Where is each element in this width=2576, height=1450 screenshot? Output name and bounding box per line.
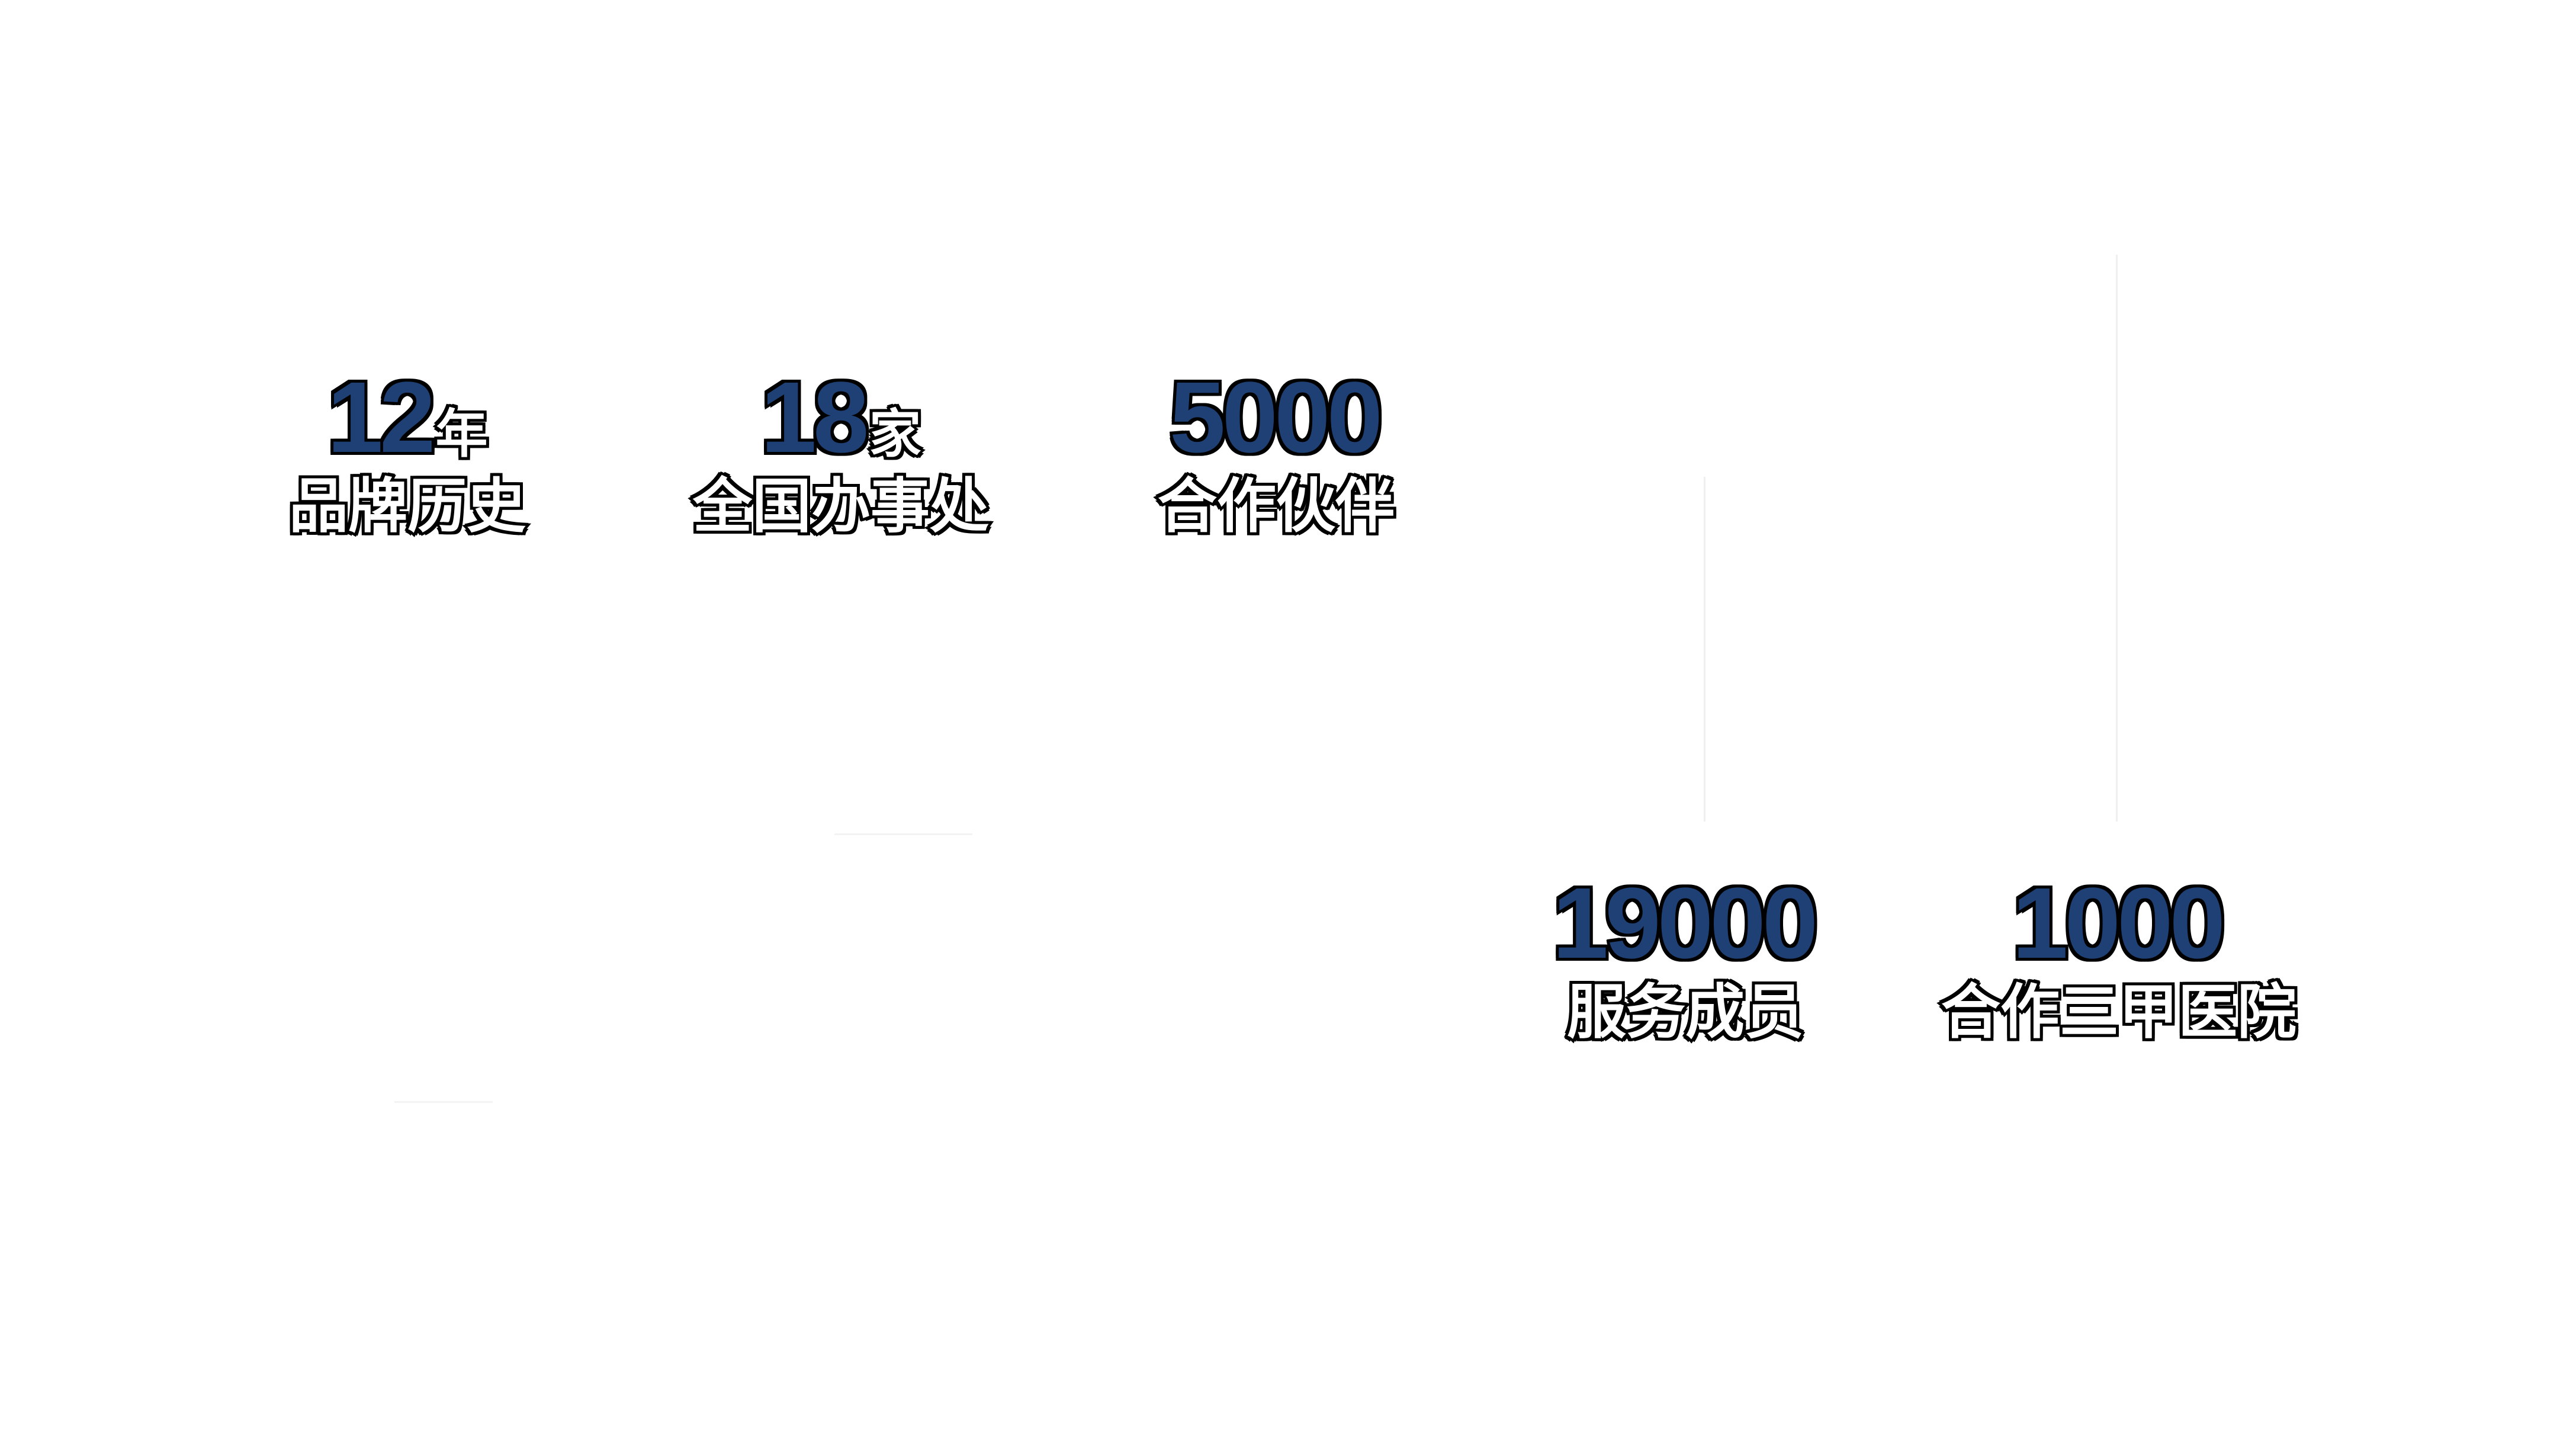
stat-label: 品牌历史: [287, 473, 529, 540]
divider-line-horizontal: [834, 833, 972, 835]
stat-label: 合作三甲医院: [1939, 979, 2299, 1045]
stat-partner-hospitals: 1000 合作三甲医院: [1939, 867, 2299, 1045]
stat-value: 12: [325, 361, 438, 474]
divider-line-vertical: [2116, 255, 2118, 822]
stat-brand-history: 12 年 品牌历史: [287, 361, 529, 540]
stat-label: 服务成员: [1564, 979, 1806, 1045]
stat-unit: 年: [433, 405, 490, 463]
stat-label: 全国办事处: [690, 473, 992, 540]
stat-unit: 家: [867, 405, 924, 463]
divider-line-horizontal: [394, 1101, 493, 1103]
stat-national-offices: 18 家 全国办事处: [690, 361, 992, 540]
stat-service-members: 19000 服务成员: [1550, 867, 1821, 1045]
stat-number-row: 19000: [1550, 867, 1821, 980]
stat-number-row: 18 家: [758, 361, 924, 474]
stat-value: 5000: [1167, 361, 1385, 474]
stat-value: 18: [758, 361, 872, 474]
stat-partners: 5000 合作伙伴: [1155, 361, 1398, 540]
stat-value: 1000: [2009, 867, 2228, 980]
divider-line-vertical: [1704, 477, 1705, 822]
stat-number-row: 5000: [1167, 361, 1385, 474]
stat-number-row: 1000: [2009, 867, 2228, 980]
stat-value: 19000: [1550, 867, 1821, 980]
stat-label: 合作伙伴: [1155, 473, 1398, 540]
stat-number-row: 12 年: [325, 361, 490, 474]
